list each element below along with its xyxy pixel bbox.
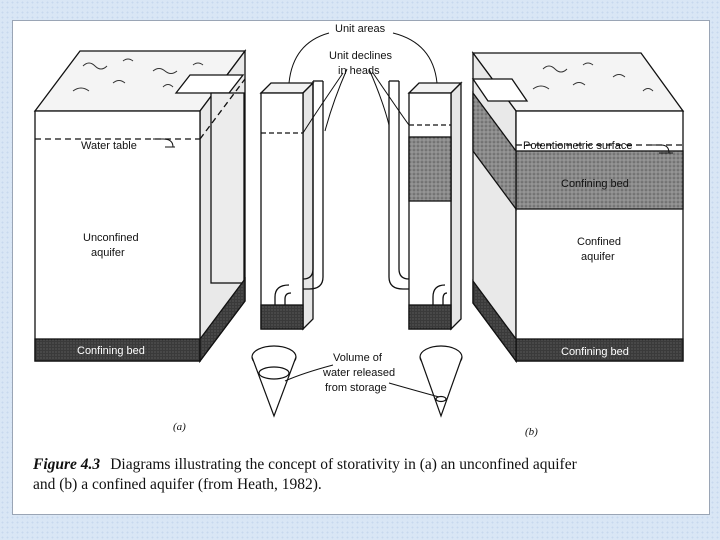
figure-number: Figure 4.3 [33, 456, 101, 473]
label-potentiometric: Potentiometric surface [523, 140, 632, 152]
caption-line-2: and (b) a confined aquifer (from Heath, … [33, 476, 322, 493]
figure-panel: Unit areas Unit declines in heads Water … [12, 20, 710, 515]
surface-texture-a [72, 58, 204, 92]
cone-a [251, 345, 297, 418]
label-volume-3: from storage [325, 382, 387, 394]
label-unit-areas: Unit areas [335, 23, 386, 35]
leader-lines [153, 32, 673, 398]
storativity-diagram: Unit areas Unit declines in heads Water … [33, 23, 685, 438]
surface-texture-b [532, 62, 654, 92]
confined-block [471, 51, 685, 363]
label-panel-b: (b) [525, 426, 538, 438]
label-unconfined: Unconfined [83, 232, 139, 244]
label-confined-aquifer: aquifer [581, 251, 615, 263]
label-confined: Confined [577, 236, 621, 248]
label-confining-bed-a: Confining bed [77, 345, 145, 357]
label-unconfined-aquifer: aquifer [91, 247, 125, 259]
unit-column-a [259, 80, 324, 331]
cone-b [419, 345, 463, 418]
figure-caption: Figure 4.3 Diagrams illustrating the conc… [33, 455, 693, 495]
unconfined-block [33, 49, 247, 363]
label-confining-bed-b: Confining bed [561, 346, 629, 358]
unit-column-b [388, 80, 463, 331]
label-volume-2: water released [322, 367, 395, 379]
caption-text-1: Diagrams illustrating the concept of sto… [110, 456, 577, 473]
label-in-heads: in heads [338, 65, 380, 77]
label-volume-1: Volume of [333, 352, 383, 364]
label-panel-a: (a) [173, 421, 186, 433]
label-water-table: Water table [81, 140, 137, 152]
caption-line-1: Figure 4.3 Diagrams illustrating the conc… [33, 455, 693, 475]
label-unit-declines: Unit declines [329, 50, 392, 62]
label-confining-bed-top: Confining bed [561, 178, 629, 190]
